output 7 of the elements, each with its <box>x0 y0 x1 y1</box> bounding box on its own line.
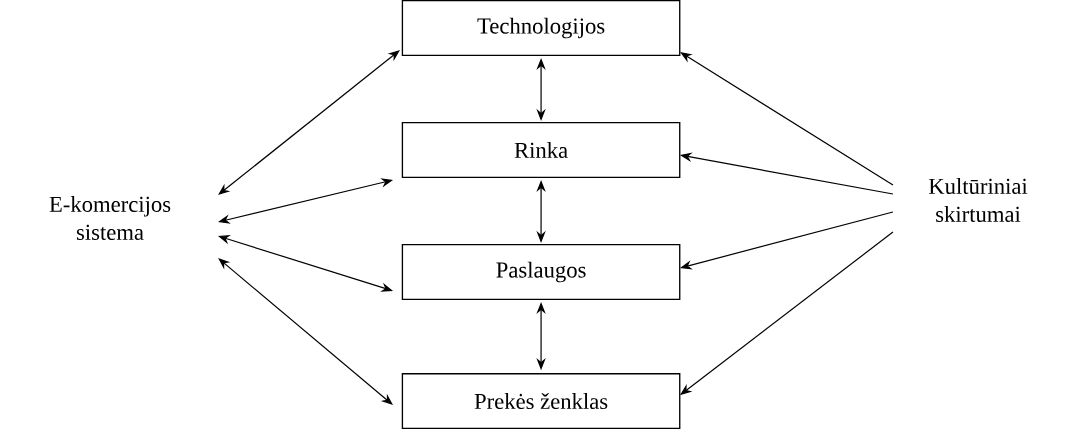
process-box: Technologijos <box>401 0 681 56</box>
process-box: Prekės ženklas <box>401 373 681 430</box>
process-box: Paslaugos <box>401 244 681 300</box>
process-box: Rinka <box>401 122 681 178</box>
arrow <box>680 52 894 186</box>
label-text: E-komercijos sistema <box>49 196 171 240</box>
label-text: Kultūriniai skirtumai <box>928 178 1028 222</box>
